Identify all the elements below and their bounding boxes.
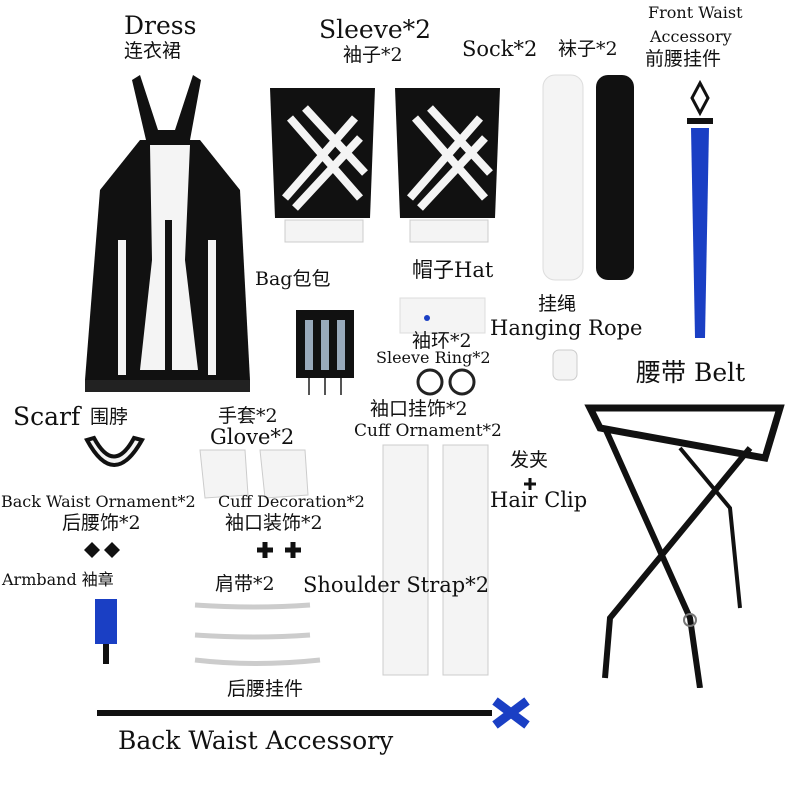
cuff-ornament-label-zh: 袖口挂饰*2 — [370, 398, 468, 420]
hanging-rope-image — [552, 349, 578, 381]
sleeve-label-en: Sleeve*2 — [319, 15, 432, 44]
scarf-label-zh: 围脖 — [90, 406, 129, 428]
back-waist-ornament-label-en: Back Waist Ornament*2 — [1, 492, 196, 511]
glove-label-en: Glove*2 — [210, 425, 295, 449]
hair-clip-label-en: Hair Clip — [490, 488, 588, 512]
back-waist-accessory-label-zh: 后腰挂件 — [227, 678, 304, 700]
glove-image — [199, 449, 309, 499]
back-waist-accessory-label-en: Back Waist Accessory — [118, 726, 394, 755]
scarf-label-en: Scarf — [13, 402, 81, 431]
dress-image — [85, 75, 250, 392]
back-waist-accessory-image — [97, 697, 530, 729]
shoulder-strap-label-en: Shoulder Strap*2 — [303, 573, 490, 597]
sleeve-ring-label-zh: 袖环*2 — [412, 330, 472, 352]
sleeve-ring-image — [416, 368, 476, 396]
bag-image — [296, 310, 354, 395]
cuff-decoration-image — [257, 542, 301, 558]
glove-label-zh: 手套*2 — [218, 405, 278, 427]
dress-label-zh: 连衣裙 — [124, 40, 182, 62]
hair-clip-label-zh: 发夹 — [510, 449, 549, 471]
scarf-image — [84, 435, 146, 467]
sock-label-en: Sock*2 — [462, 37, 538, 61]
hair-clip-image — [524, 478, 536, 490]
sock-label-zh: 袜子*2 — [558, 38, 618, 60]
sleeve-image — [270, 88, 500, 243]
shoulder-strap-image — [194, 602, 321, 666]
armband-image — [95, 599, 117, 664]
hat-image — [399, 297, 486, 334]
sock-image — [542, 74, 634, 281]
rope-label-zh: 挂绳 — [538, 293, 577, 315]
belt-image — [584, 404, 785, 688]
front-waist-label-zh: 前腰挂件 — [645, 48, 722, 70]
cuff-ornament-label-en: Cuff Ornament*2 — [354, 421, 502, 441]
cuff-ornament-image — [382, 444, 489, 676]
armband-label: Armband 袖章 — [2, 570, 114, 589]
dress-label-en: Dress — [124, 11, 197, 40]
front-waist-label-en-1: Front Waist — [648, 3, 743, 22]
bag-label: Bag包包 — [255, 268, 331, 290]
front-waist-accessory-image — [687, 79, 713, 338]
back-waist-ornament-image — [84, 542, 120, 558]
sleeve-ring-label-en: Sleeve Ring*2 — [376, 348, 491, 367]
belt-label: 腰带 Belt — [636, 358, 746, 387]
sleeve-label-zh: 袖子*2 — [343, 44, 403, 66]
front-waist-label-en-2: Accessory — [650, 27, 732, 46]
cuff-decoration-label-zh: 袖口装饰*2 — [225, 512, 323, 534]
cuff-decoration-label-en: Cuff Decoration*2 — [218, 492, 365, 511]
rope-label-en: Hanging Rope — [490, 316, 643, 340]
back-waist-ornament-label-zh: 后腰饰*2 — [62, 512, 141, 534]
shoulder-strap-label-zh: 肩带*2 — [215, 573, 275, 595]
hat-label: 帽子Hat — [412, 258, 494, 282]
